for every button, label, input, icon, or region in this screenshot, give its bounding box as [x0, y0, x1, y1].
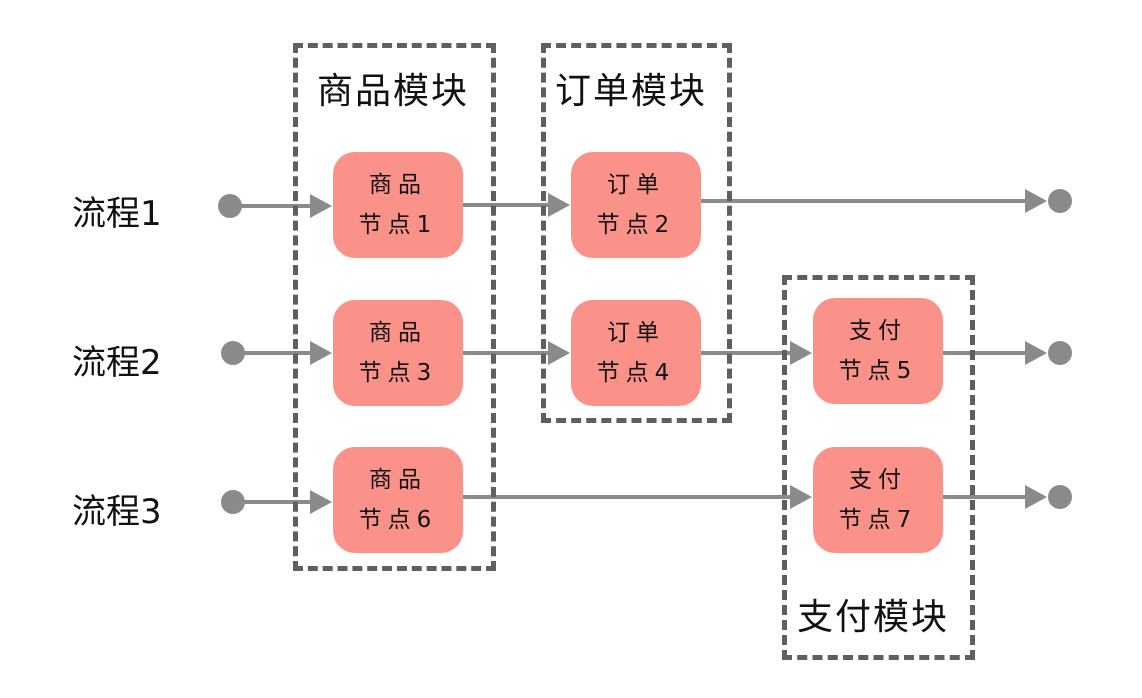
node-3-line2: 节点3 — [358, 360, 438, 386]
flow-1-arrow-node-2 — [548, 193, 570, 217]
node-7-line2: 节点7 — [838, 507, 918, 533]
flow-1-end-dot — [1048, 189, 1072, 213]
node-4[interactable]: 订单 节点4 — [571, 300, 701, 406]
flow-2-arrow-node-3 — [310, 341, 332, 365]
node-1-line1: 商品 — [369, 172, 427, 198]
module-box-order — [541, 43, 732, 423]
flow-label-3: 流程3 — [72, 492, 162, 532]
flow-label-2: 流程2 — [72, 343, 162, 383]
module-box-product — [293, 43, 496, 571]
module-title-product: 商品模块 — [317, 71, 470, 112]
flow-1-arrow-end — [1025, 189, 1047, 213]
node-5-line2: 节点5 — [838, 358, 918, 384]
node-2-line2: 节点2 — [596, 212, 676, 238]
node-6-line1: 商品 — [369, 467, 427, 493]
flow-2-end-dot — [1048, 341, 1072, 365]
node-6[interactable]: 商品 节点6 — [333, 447, 463, 553]
module-title-order: 订单模块 — [555, 71, 708, 112]
node-1-line2: 节点1 — [358, 212, 438, 238]
node-2-line1: 订单 — [607, 172, 665, 198]
module-box-payment — [782, 275, 975, 660]
flow-3-arrow-node-7 — [790, 485, 812, 509]
flow-2-arrow-end — [1025, 341, 1047, 365]
node-6-line2: 节点6 — [358, 507, 438, 533]
flow-3-arrow-end — [1025, 485, 1047, 509]
flow-label-1: 流程1 — [72, 194, 162, 234]
node-7-line1: 支付 — [849, 467, 907, 493]
node-3[interactable]: 商品 节点3 — [333, 300, 463, 406]
flow-3-arrow-node-6 — [310, 490, 332, 514]
node-2[interactable]: 订单 节点2 — [571, 152, 701, 258]
node-7[interactable]: 支付 节点7 — [813, 447, 943, 553]
flow-2-arrow-node-4 — [548, 341, 570, 365]
flow-1-arrow-node-1 — [310, 194, 332, 218]
node-4-line2: 节点4 — [596, 360, 676, 386]
node-4-line1: 订单 — [607, 320, 665, 346]
node-1[interactable]: 商品 节点1 — [333, 152, 463, 258]
module-title-payment: 支付模块 — [797, 597, 950, 638]
node-5[interactable]: 支付 节点5 — [813, 298, 943, 404]
node-3-line1: 商品 — [369, 320, 427, 346]
node-5-line1: 支付 — [849, 318, 907, 344]
flow-3-end-dot — [1048, 485, 1072, 509]
flow-2-arrow-node-5 — [790, 341, 812, 365]
